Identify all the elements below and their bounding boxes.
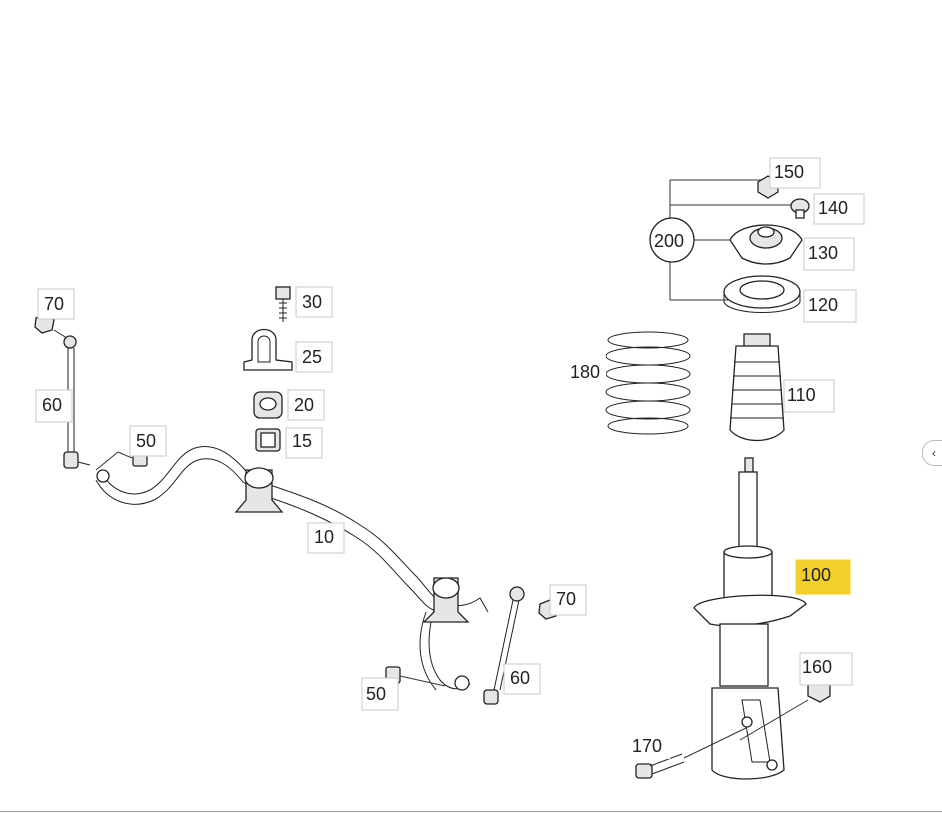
callout-25[interactable]: 25 [295, 341, 333, 373]
svg-text:60: 60 [42, 395, 62, 415]
bearing-120 [723, 275, 801, 313]
bar-bushing-right [422, 577, 470, 623]
callout-130[interactable]: 130 [803, 237, 855, 271]
svg-text:70: 70 [556, 589, 576, 609]
callout-15[interactable]: 15 [285, 427, 323, 459]
callout-10[interactable]: 10 [307, 522, 345, 554]
boot-110 [729, 333, 785, 442]
stabilizer-bar [95, 446, 489, 691]
callout-150[interactable]: 150 [769, 157, 821, 189]
callout-110[interactable]: 110 [783, 379, 835, 413]
svg-text:170: 170 [632, 736, 662, 756]
callout-140[interactable]: 140 [813, 193, 865, 225]
bushing-15 [255, 428, 281, 452]
nut-140 [790, 198, 810, 219]
svg-text:140: 140 [818, 198, 848, 218]
svg-text:10: 10 [314, 527, 334, 547]
callout-50-left[interactable]: 50 [129, 425, 167, 457]
bushing-20 [253, 391, 283, 419]
bar-bushing-left [234, 467, 284, 513]
collapse-panel-chevron-icon[interactable]: ‹ [922, 440, 942, 466]
svg-text:30: 30 [302, 292, 322, 312]
svg-text:60: 60 [510, 668, 530, 688]
svg-text:15: 15 [292, 431, 312, 451]
callout-170[interactable]: 170 [630, 733, 670, 759]
svg-text:180: 180 [570, 362, 600, 382]
callout-160[interactable]: 160 [799, 652, 853, 686]
svg-text:50: 50 [136, 431, 156, 451]
link-60-right [483, 586, 525, 705]
svg-text:100: 100 [801, 565, 831, 585]
bottom-divider [0, 811, 942, 812]
svg-text:25: 25 [302, 347, 322, 367]
callout-60-left[interactable]: 60 [35, 389, 73, 423]
svg-text:200: 200 [654, 231, 684, 251]
callout-60-right[interactable]: 60 [503, 663, 541, 695]
callout-180[interactable]: 180 [568, 356, 606, 386]
bolt-30 [275, 286, 291, 322]
callout-200[interactable]: 200 [650, 226, 694, 256]
callout-50-right[interactable]: 50 [361, 677, 399, 711]
link-60-left [53, 329, 91, 469]
svg-text:70: 70 [44, 294, 64, 314]
callout-20[interactable]: 20 [287, 389, 325, 421]
group-200-bracket [649, 179, 792, 301]
svg-text:50: 50 [366, 684, 386, 704]
svg-text:120: 120 [808, 295, 838, 315]
svg-text:160: 160 [802, 657, 832, 677]
bolt-170 [635, 727, 747, 779]
strut-mount-130 [729, 224, 803, 265]
callout-70-left[interactable]: 70 [37, 288, 75, 320]
callout-70-right[interactable]: 70 [549, 584, 587, 616]
coil-spring-180 [605, 331, 691, 435]
svg-text:130: 130 [808, 243, 838, 263]
svg-text:110: 110 [787, 385, 816, 405]
svg-text:20: 20 [294, 395, 314, 415]
callout-120[interactable]: 120 [803, 289, 857, 323]
strut-100 [693, 457, 807, 780]
callout-30[interactable]: 30 [295, 286, 333, 318]
callout-100[interactable]: 100 [795, 559, 851, 595]
svg-text:150: 150 [774, 162, 804, 182]
clamp-25 [243, 328, 293, 371]
